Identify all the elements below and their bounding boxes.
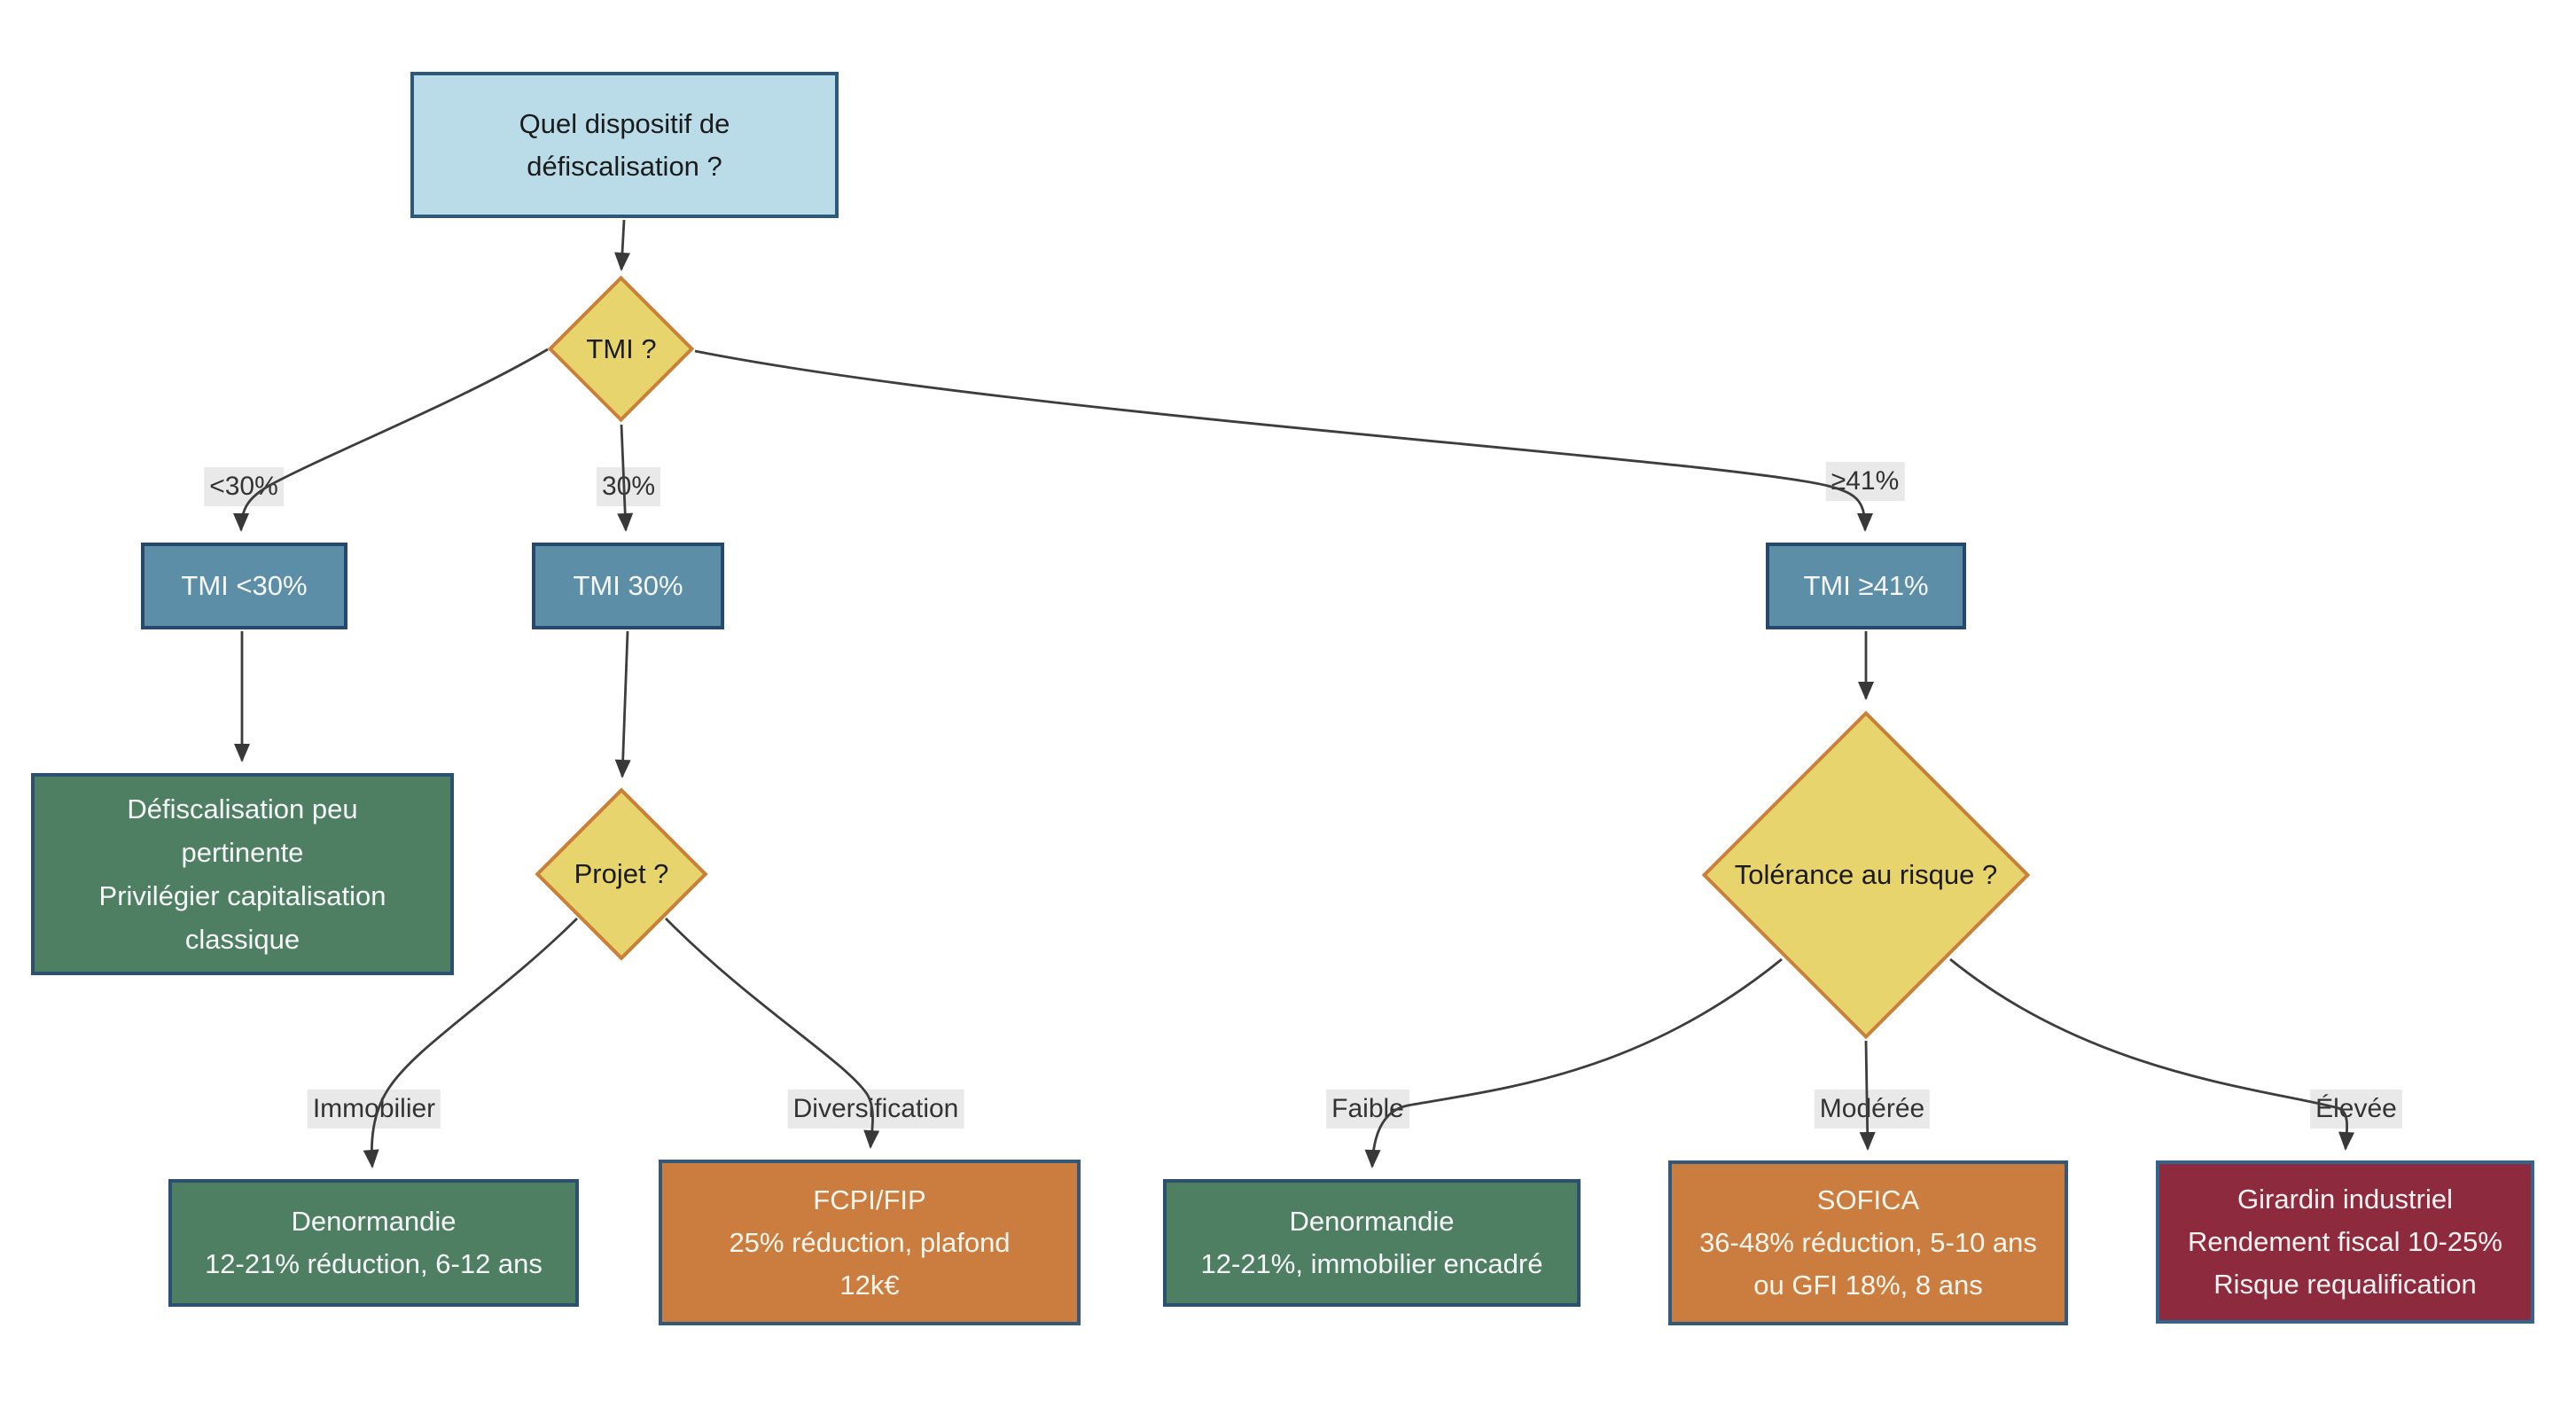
girardin-node: Girardin industriel Rendement fiscal 10-… <box>2156 1160 2534 1324</box>
edge-eq30-to-projet <box>614 630 631 778</box>
fcpi-fip-line: 25% réduction, plafond <box>729 1226 1011 1258</box>
edge-risque-to-denormandie <box>1364 957 1783 1168</box>
no-defisc-line: classique <box>184 924 301 955</box>
denormandie-faible-node: Denormandie 12-21%, immobilier encadré <box>1163 1179 1581 1307</box>
girardin-line: Rendement fiscal 10-25% <box>2188 1226 2502 1257</box>
edge-question-to-tmi <box>614 219 631 271</box>
tmi-30-label: TMI 30% <box>573 570 683 601</box>
sofica-line: 36-48% réduction, 5-10 ans <box>1699 1227 2037 1258</box>
sofica-node: SOFICA 36-48% réduction, 5-10 ans ou GFI… <box>1668 1160 2068 1325</box>
edge-label-diversification: Diversification <box>787 1090 964 1129</box>
no-defisc-outcome-node: Défiscalisation peu pertinente Privilégi… <box>31 773 454 975</box>
tmi-ge41-node: TMI ≥41% <box>1766 543 1966 629</box>
tmi-ge41-label: TMI ≥41% <box>1803 570 1929 601</box>
girardin-line: Girardin industriel <box>2237 1184 2453 1215</box>
question-line: Quel dispositif de <box>519 107 730 139</box>
fcpi-fip-line: 12k€ <box>839 1269 900 1301</box>
edge-risque-to-sofica <box>1859 1040 1876 1151</box>
edge-projet-to-fcpi <box>665 918 880 1149</box>
edge-label-elevee: Élevée <box>2310 1090 2402 1129</box>
denormandie-immobilier-node: Denormandie 12-21% réduction, 6-12 ans <box>168 1179 579 1307</box>
tmi-30-node: TMI 30% <box>532 543 724 629</box>
no-defisc-line: pertinente <box>181 837 304 868</box>
edge-tmi-to-lt30 <box>233 348 549 532</box>
question-line: défiscalisation ? <box>527 150 722 182</box>
tmi-lt30-label: TMI <30% <box>181 570 308 601</box>
edge-risque-to-girardin <box>1949 957 2355 1151</box>
edge-tmi-to-ge41 <box>694 349 1873 532</box>
edge-label-immobilier: Immobilier <box>307 1090 441 1129</box>
tmi-lt30-node: TMI <30% <box>141 543 347 629</box>
risque-decision-label: Tolérance au risque ? <box>1734 859 1998 890</box>
denormandie-faible-line: 12-21%, immobilier encadré <box>1200 1248 1543 1279</box>
fcpi-fip-node: FCPI/FIP 25% réduction, plafond 12k€ <box>659 1160 1081 1325</box>
girardin-line: Risque requalification <box>2213 1269 2477 1300</box>
fcpi-fip-line: FCPI/FIP <box>813 1184 926 1215</box>
edge-projet-to-denormandie <box>363 918 578 1168</box>
no-defisc-line: Privilégier capitalisation <box>98 880 386 911</box>
denormandie-immobilier-line: 12-21% réduction, 6-12 ans <box>205 1248 543 1279</box>
denormandie-faible-line: Denormandie <box>1289 1206 1455 1237</box>
edge-label-eq30: 30% <box>596 467 661 506</box>
tmi-decision-label: TMI ? <box>586 333 657 364</box>
edge-tmi-to-eq30 <box>617 424 634 532</box>
edge-label-moderee: Modérée <box>1814 1090 1931 1129</box>
question-node: Quel dispositif de défiscalisation ? <box>410 72 839 218</box>
sofica-line: ou GFI 18%, 8 ans <box>1753 1270 1983 1301</box>
edge-label-ge41: ≥41% <box>1825 462 1905 501</box>
no-defisc-line: Défiscalisation peu <box>127 793 358 824</box>
sofica-line: SOFICA <box>1816 1184 1920 1215</box>
denormandie-immobilier-line: Denormandie <box>291 1206 457 1237</box>
projet-decision-label: Projet ? <box>574 858 669 889</box>
